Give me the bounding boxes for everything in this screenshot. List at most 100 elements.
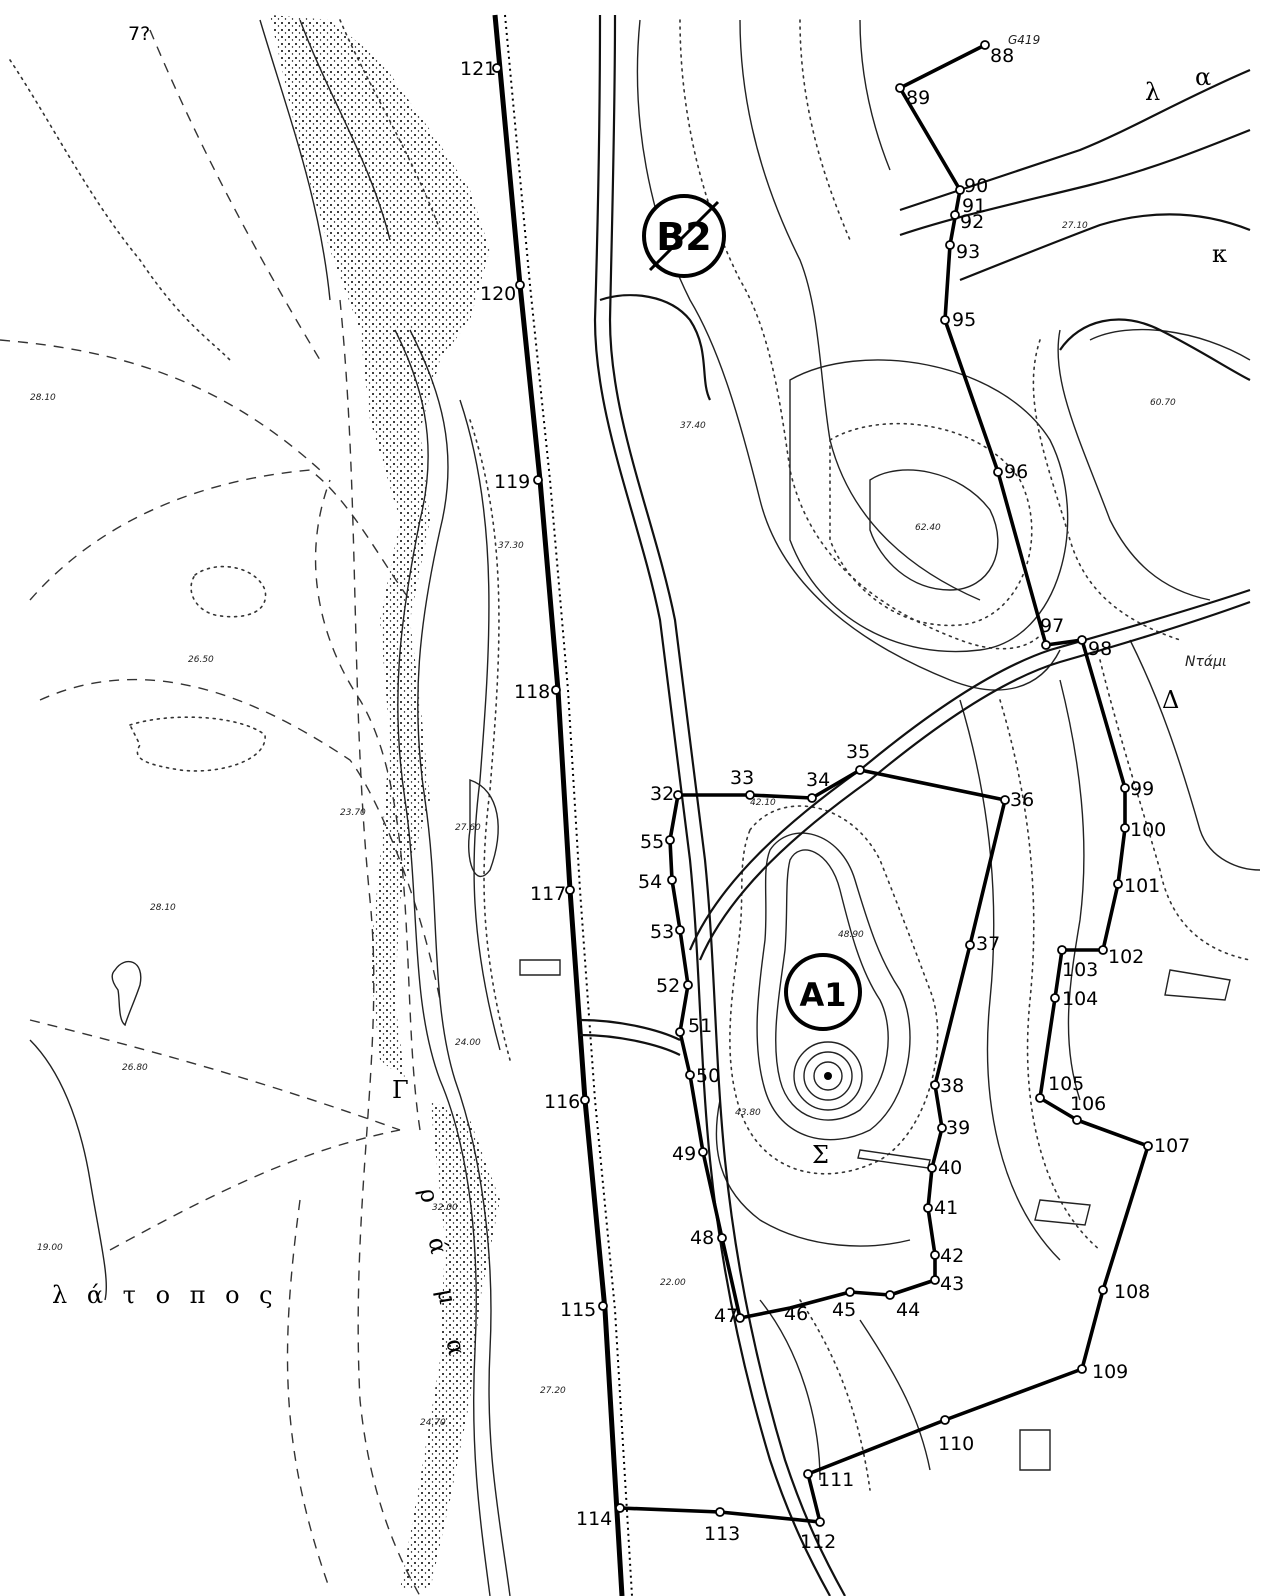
traverse-north bbox=[618, 43, 1150, 1524]
east-valley-2 bbox=[999, 699, 1101, 1251]
boundary-west-6 bbox=[0, 339, 321, 471]
station-label: 116 bbox=[544, 1091, 580, 1113]
station-point bbox=[965, 940, 975, 950]
nw-contour-3 bbox=[339, 19, 441, 231]
station-label: 33 bbox=[730, 767, 754, 789]
elevation-label: 43.80 bbox=[735, 1108, 761, 1118]
a1-contour-1 bbox=[775, 849, 889, 1121]
station-point bbox=[698, 1147, 708, 1157]
terrain-layer bbox=[0, 15, 511, 1596]
station-label: 107 bbox=[1154, 1135, 1190, 1157]
marker-a1: A1 bbox=[784, 953, 862, 1031]
east-ridge-1 bbox=[1089, 328, 1251, 361]
station-label: 111 bbox=[818, 1469, 854, 1491]
nw-contour-1 bbox=[259, 19, 331, 301]
station-label: 53 bbox=[650, 921, 674, 943]
lake-name: λ ά τ ο π ο ς bbox=[52, 1281, 279, 1309]
station-point bbox=[1057, 945, 1067, 955]
elevation-label: 60.70 bbox=[1150, 398, 1176, 408]
greek-kappa: κ bbox=[1212, 240, 1227, 268]
station-point bbox=[815, 1517, 825, 1527]
elevation-label: 28.10 bbox=[150, 903, 176, 913]
marsh-area-south bbox=[400, 1100, 500, 1590]
road-east-west-2 bbox=[579, 1033, 681, 1056]
station-point bbox=[1077, 635, 1087, 645]
river-dotted bbox=[469, 419, 511, 1061]
station-label: 32 bbox=[650, 783, 674, 805]
marker-b2-slash bbox=[648, 200, 720, 272]
elevation-label: 37.30 bbox=[498, 541, 524, 551]
station-label: 40 bbox=[938, 1157, 962, 1179]
station-label: 117 bbox=[530, 883, 566, 905]
station-point bbox=[1143, 1141, 1153, 1151]
station-label: 88 bbox=[990, 45, 1014, 67]
ne-contour-3 bbox=[739, 19, 981, 601]
ne-contour-1 bbox=[636, 19, 1061, 691]
east-ridge-4 bbox=[1129, 639, 1261, 871]
station-label: 106 bbox=[1070, 1093, 1106, 1115]
elevation-label: 22.00 bbox=[660, 1278, 686, 1288]
east-ridge-5 bbox=[1099, 659, 1251, 961]
station-point bbox=[673, 790, 683, 800]
station-label: 35 bbox=[846, 741, 870, 763]
region-letter-2: Γ bbox=[392, 1076, 409, 1104]
marker-b2: B2 bbox=[642, 194, 726, 278]
station-label: 95 bbox=[952, 309, 976, 331]
station-label: 96 bbox=[1004, 461, 1028, 483]
elevation-label: 32.00 bbox=[432, 1203, 458, 1213]
station-label: 50 bbox=[696, 1065, 720, 1087]
elevation-label: 24.70 bbox=[420, 1418, 446, 1428]
hill-62-ring-1 bbox=[869, 469, 999, 591]
station-label: 118 bbox=[514, 681, 550, 703]
building-block bbox=[1164, 969, 1231, 1001]
station-point bbox=[1098, 945, 1108, 955]
ne-road-2 bbox=[899, 128, 1251, 237]
marsh-area bbox=[270, 15, 490, 1080]
ne-road-4 bbox=[1059, 318, 1251, 381]
shoreline-dotted-west bbox=[9, 59, 231, 361]
station-label: 42 bbox=[940, 1245, 964, 1267]
station-point bbox=[1041, 640, 1051, 650]
station-label: 89 bbox=[906, 87, 930, 109]
ne-contour-4 bbox=[799, 19, 851, 241]
east-valley-1 bbox=[959, 699, 1061, 1261]
station-point bbox=[955, 185, 965, 195]
south-contour-1 bbox=[759, 1299, 821, 1481]
a1-contour-4 bbox=[715, 1099, 911, 1247]
boundary-west-1 bbox=[29, 1019, 401, 1131]
station-point bbox=[1113, 879, 1123, 889]
elevation-label: 48.90 bbox=[838, 930, 864, 940]
station-point bbox=[667, 875, 677, 885]
station-point bbox=[515, 280, 525, 290]
elevation-labels: 37.30 26.50 28.10 23.70 24.70 24.00 22.0… bbox=[30, 221, 1176, 1428]
place-names: λ ά τ ο π ο ς ρ ά μ α Σ Γ α Δ λ κ 7? G41… bbox=[52, 23, 1227, 1371]
station-label: 112 bbox=[800, 1531, 836, 1553]
central-hill bbox=[519, 679, 1231, 1491]
elevation-label: 27.20 bbox=[540, 1386, 566, 1396]
station-label: 55 bbox=[640, 831, 664, 853]
building-block-3 bbox=[1019, 1429, 1051, 1471]
station-label: 39 bbox=[946, 1117, 970, 1139]
station-label: 121 bbox=[460, 58, 496, 80]
station-point bbox=[930, 1250, 940, 1260]
station-label: 52 bbox=[656, 975, 680, 997]
station-label: 100 bbox=[1130, 819, 1166, 841]
elevation-label: 37.40 bbox=[680, 421, 706, 431]
station-label: 41 bbox=[934, 1197, 958, 1219]
station-point bbox=[1072, 1115, 1082, 1125]
station-point bbox=[845, 1287, 855, 1297]
station-label: 46 bbox=[784, 1303, 808, 1325]
a1-summit-ring-2 bbox=[803, 1051, 853, 1101]
greek-alpha: α bbox=[1195, 63, 1211, 91]
station-label: 36 bbox=[1010, 789, 1034, 811]
station-point bbox=[1035, 1093, 1045, 1103]
station-point bbox=[580, 1095, 590, 1105]
road-upper-bend bbox=[599, 294, 711, 401]
station-point bbox=[940, 315, 950, 325]
boundary-west-9 bbox=[339, 299, 421, 1596]
elevation-label: 27.60 bbox=[455, 823, 481, 833]
station-label: 34 bbox=[806, 769, 830, 791]
station-label: 38 bbox=[940, 1075, 964, 1097]
station-point bbox=[895, 83, 905, 93]
east-valley-3 bbox=[1059, 679, 1085, 1101]
